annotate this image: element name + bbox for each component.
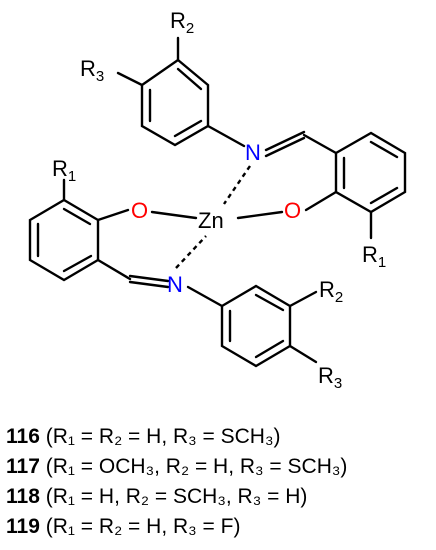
r1-label-left: R1 [52, 156, 76, 185]
zinc-complex-structure: Zn O O N N R2 R3 R1 R1 R2 R3 [28, 8, 407, 392]
compound-entry: 119 (R₁ = R₂ = H, R₃ = F) [6, 512, 434, 542]
compound-number: 119 [6, 515, 40, 538]
lower-phenyl-ring [220, 284, 318, 368]
upper-phenyl-ring [116, 36, 246, 148]
r2-label-lower: R2 [319, 277, 343, 306]
lower-imine-bond [128, 274, 224, 308]
compound-substituents: (R₁ = R₂ = H, R₃ = F) [39, 515, 241, 538]
compound-substituents: (R₁ = R₂ = H, R₃ = SCH₃) [39, 425, 281, 448]
left-phenol-ring [28, 178, 132, 282]
compound-substituents: (R₁ = OCH₃, R₂ = H, R₃ = SCH₃) [39, 455, 348, 478]
zinc-label: Zn [198, 208, 224, 233]
r3-label-lower: R3 [318, 363, 342, 392]
compound-number: 116 [6, 425, 40, 448]
nitrogen-label-lower: N [167, 272, 183, 297]
compound-entry: 118 (R₁ = H, R₂ = SCH₃, R₃ = H) [6, 482, 434, 512]
compound-number: 118 [6, 485, 40, 508]
compound-entry: 117 (R₁ = OCH₃, R₂ = H, R₃ = SCH₃) [6, 452, 434, 482]
oxygen-label-right: O [284, 198, 301, 223]
right-phenol-ring [304, 131, 407, 240]
oxygen-label-left: O [131, 198, 148, 223]
upper-imine-bond [264, 130, 338, 158]
compound-substituents: (R₁ = H, R₂ = SCH₃, R₃ = H) [39, 485, 308, 508]
compound-list: 116 (R₁ = R₂ = H, R₃ = SCH₃) 117 (R₁ = O… [6, 422, 434, 542]
compound-number: 117 [6, 455, 40, 478]
r2-label-upper: R2 [170, 8, 194, 37]
nitrogen-label-upper: N [245, 140, 261, 165]
coordination-bonds [150, 165, 284, 269]
r1-label-right: R1 [362, 242, 386, 271]
r3-label-upper: R3 [80, 56, 104, 85]
compound-entry: 116 (R₁ = R₂ = H, R₃ = SCH₃) [6, 422, 434, 452]
